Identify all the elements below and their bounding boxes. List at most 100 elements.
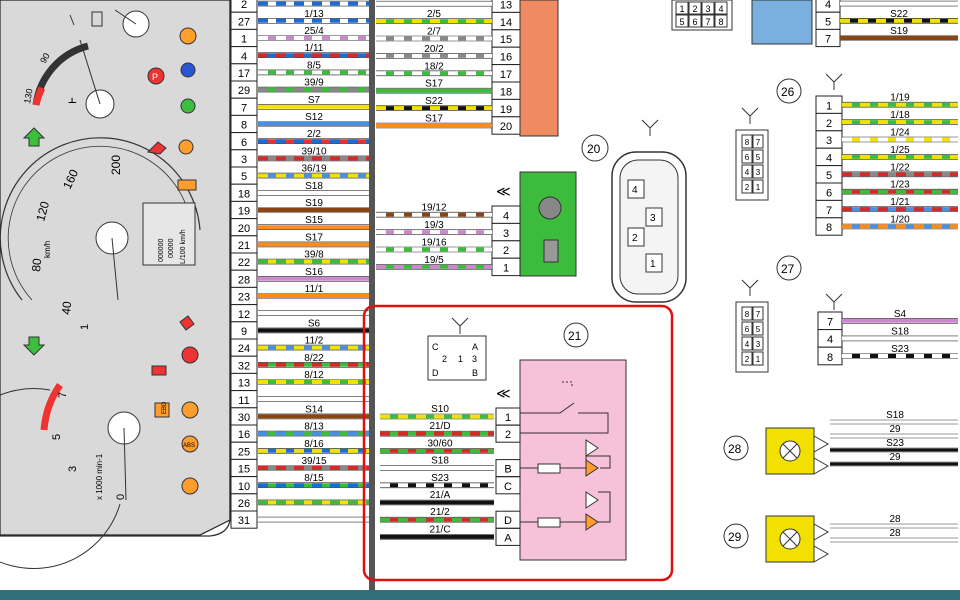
odometer-line-3: L/100 km/h [180,229,187,264]
tach-tick-7: 7 [57,392,69,398]
wire-label: S23 [891,344,909,355]
plug-pin: 6 [745,325,750,334]
component-21: 21 C A 2 1 3 D B ≪ [362,304,674,582]
connector-pin-row: D 21/2 [380,507,521,529]
wire-label: 19/12 [421,203,446,214]
wire-label: S4 [894,309,907,320]
pin-number: 9 [241,326,247,338]
wire-label: 20/2 [424,44,444,55]
connector-pin-row: 5 36/19 [230,164,370,185]
connector-pin-row: 62/2 [230,129,370,151]
pin-number: 23 [238,292,250,304]
pin-number: 6 [241,137,247,149]
wire-label: 1/13 [304,9,324,20]
oil-icon [178,139,194,155]
speed-unit: km/h [43,241,52,258]
connector-pin-row: 11/19 [815,93,958,114]
wire-label: 1/24 [890,128,910,139]
wire-label: S18 [891,326,909,337]
wire-label: 1/22 [890,162,910,173]
connector-pin-row: 119/5 [376,255,521,277]
pin-number: 6 [826,187,832,199]
wire-label: 21/D [429,421,450,432]
connector-pin-row: 31 [230,510,370,529]
wire-label: 8/5 [307,60,321,71]
odometer-line-2: 00000 [168,238,175,258]
connector-pin-row: 319/3 [376,220,521,242]
pin-number: B [504,464,511,476]
pin-number: 7 [826,205,832,217]
wire-label: 21/2 [430,507,450,518]
pin-number: 20 [238,223,250,235]
plug-pin: 2 [745,355,750,364]
pin-number: 3 [241,154,247,166]
bottom-strip [0,590,960,600]
pin-number: 26 [238,498,250,510]
turn-right-icon [22,336,46,356]
wire-label: 1/18 [890,110,910,121]
component-21-number: 21 [568,329,582,343]
connector-pin-row: 12 [230,304,370,323]
tach-tick-1: 1 [79,324,91,330]
plug-pin: 5 [756,325,761,334]
wire-label: 39/9 [304,78,324,89]
pin-number: 2 [241,0,247,11]
svg-text:D: D [432,368,439,378]
svg-text:A: A [472,342,478,352]
wire-label: S7 [308,95,321,106]
pin-number: 3 [826,135,832,147]
pin-number: 4 [826,153,832,165]
plug-pin: 8 [745,310,750,319]
odometer-line-1: 000000 [158,239,165,262]
fuel-gauge [69,9,150,38]
pin-number: 5 [825,16,831,28]
pin-number: 15 [238,464,250,476]
ebd-lamp-icon [181,401,199,419]
connector-pin-row: 138/12 [230,370,370,392]
connector-pin-row: 4 [815,0,958,13]
tpms-lamp-icon [181,477,199,495]
pin-number: 4 [241,51,247,63]
mini-pin: 1 [679,4,684,14]
connector-pin-row: 125/4 [230,26,370,48]
pin-number: 20 [500,121,512,133]
pin-number: 5 [241,171,247,183]
pin-number: 16 [238,429,250,441]
connector-pin-row: 7S4 [817,309,958,331]
wire-label: 21/A [430,490,451,501]
pin-number: A [504,532,512,544]
connector-pin-row: 3 1/24 [815,128,958,149]
pin-number: 4 [827,334,833,346]
svg-text:P: P [152,72,158,82]
fuel-pump-icon [91,11,103,27]
wire-label: 1/23 [890,180,910,191]
connector-pin-row: 51/22 [815,162,958,184]
wire-label: 11/1 [305,284,324,295]
connector-pin-row: 71/21 [815,197,958,219]
wire-label: 21/C [429,524,450,535]
pin-number: 8 [827,352,833,364]
svg-text:2: 2 [632,233,638,244]
pin-number: 11 [238,395,249,407]
seatbelt-icon [179,315,195,331]
svg-text:B: B [472,368,478,378]
component-20: 20 4 3 2 1 [581,119,687,303]
wire-label: S23 [431,473,449,484]
wire-label: S14 [305,404,323,415]
pin-number: D [504,515,512,527]
plug-pin: 5 [756,153,761,162]
pin-number: 2 [503,245,509,257]
wire-label: 36/19 [301,164,326,175]
plug-pin: 2 [745,183,750,192]
